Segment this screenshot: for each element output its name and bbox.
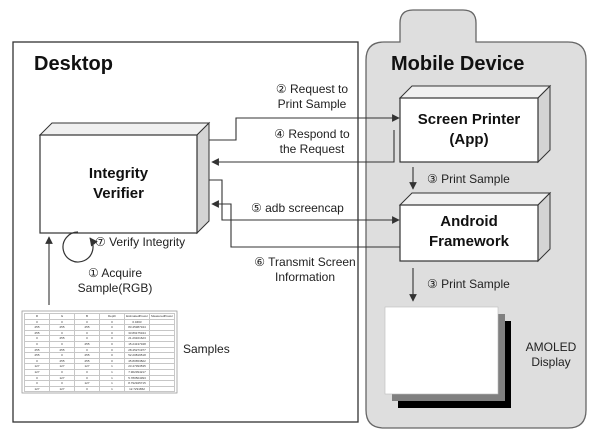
screen-printer-label: Screen Printer (App) — [417, 111, 521, 148]
arrow-request-print — [209, 114, 400, 141]
table-cell — [149, 385, 175, 393]
table-cell — [149, 346, 175, 354]
table-cell — [149, 374, 175, 382]
step2-label: ② Request to Print Sample — [275, 82, 349, 111]
arrow-adb-screencap — [209, 179, 400, 224]
table-cell: 21.29161623 — [124, 335, 150, 342]
step1-label: ① Acquire Sample(RGB) — [77, 266, 153, 295]
table-cell: 15.24137348 — [124, 341, 150, 348]
table-cell: MeasuredPower — [149, 313, 175, 320]
table-cell — [149, 324, 175, 331]
table-cell — [149, 318, 175, 326]
step7-label: ⑦ Verify Integrity — [95, 235, 186, 249]
mobile-device-title: Mobile Device — [391, 53, 525, 75]
table-cell: 33.89175344 — [124, 329, 150, 337]
table-cell — [149, 335, 175, 342]
step3-label-top: ③ Print Sample — [427, 172, 510, 186]
integrity-verifier-label: Integrity Verifier — [88, 165, 149, 202]
table-cell: 5.780504393 — [124, 374, 150, 382]
table-cell: EstimatedPower — [124, 313, 150, 320]
table-cell — [149, 380, 175, 387]
step6-label: ⑥ Transmit Screen Information — [254, 255, 356, 284]
table-cell: 45.80653822 — [124, 357, 150, 365]
amoled-display-label: AMOLED Display — [525, 340, 577, 369]
table-cell — [149, 352, 175, 359]
samples-label: Samples — [183, 342, 230, 356]
arrow-respond-request — [211, 130, 395, 166]
table-cell — [149, 341, 175, 348]
verify-loop-icon — [62, 231, 98, 263]
arrow-transmit-screen — [211, 200, 400, 248]
table-cell: 127 — [49, 385, 75, 393]
table-cell: 52.20819518 — [124, 352, 150, 359]
amoled-display-stack — [384, 306, 511, 408]
step3-label-bottom: ③ Print Sample — [427, 277, 510, 291]
android-framework-label: Android Framework — [428, 213, 510, 250]
step4-label: ④ Respond to the Request — [274, 127, 350, 156]
table-cell — [149, 357, 175, 365]
table-cell: 127 — [24, 385, 50, 393]
screen-printer-box — [398, 84, 552, 164]
table-cell: 28.45271977 — [124, 346, 150, 354]
table-cell: 12.7291862 — [124, 385, 150, 393]
table-cell: 7.902394217 — [124, 368, 150, 376]
table-cell — [149, 363, 175, 370]
table-cell: 83.45387344 — [124, 324, 150, 331]
table-cell — [149, 329, 175, 337]
table-cell: 8.792945715 — [124, 380, 150, 387]
desktop-title: Desktop — [34, 53, 113, 75]
step5-label: ⑤ adb screencap — [251, 201, 344, 215]
table-cell — [149, 368, 175, 376]
integrity-verifier-box — [38, 121, 211, 235]
table-cell: 1 — [99, 385, 125, 393]
android-framework-box — [398, 191, 552, 263]
table-cell: 23.47393535 — [124, 363, 150, 370]
table-cell: 0 — [74, 385, 100, 393]
